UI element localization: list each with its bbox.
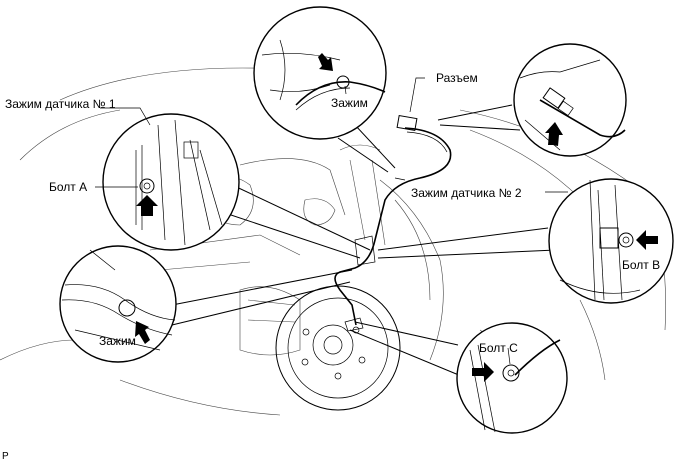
label-bolt-c: Болт C — [479, 341, 518, 355]
bolt-c-arrow — [472, 362, 494, 382]
clamp-top-arrow — [318, 53, 333, 71]
clamp-left-arrow — [135, 321, 150, 344]
inset-connector — [513, 43, 627, 157]
label-clamp-top: Зажим — [331, 96, 368, 110]
sensor-harness — [334, 114, 452, 326]
inset-clamp-left — [59, 245, 177, 363]
inset-clamp-top — [253, 6, 387, 140]
figure-code: P — [2, 451, 9, 462]
label-connector: Разъем — [436, 71, 478, 85]
bolt-b-arrow — [636, 230, 658, 250]
label-clamp-left: Зажим — [99, 334, 136, 348]
callout-wedges — [171, 104, 557, 379]
inset-bolt-b — [548, 178, 674, 304]
connector-arrow — [545, 122, 563, 146]
brake-disc — [275, 285, 401, 411]
label-bolt-a: Болт A — [49, 180, 88, 194]
label-sensor-clamp-1: Зажим датчика № 1 — [5, 97, 116, 111]
label-sensor-clamp-2: Зажим датчика № 2 — [411, 186, 522, 200]
bolt-a-arrow — [136, 195, 158, 216]
leader-lines — [95, 77, 568, 365]
inset-bolt-a — [102, 113, 240, 251]
inset-bolt-c — [456, 322, 568, 434]
label-bolt-b: Болт B — [622, 258, 661, 272]
